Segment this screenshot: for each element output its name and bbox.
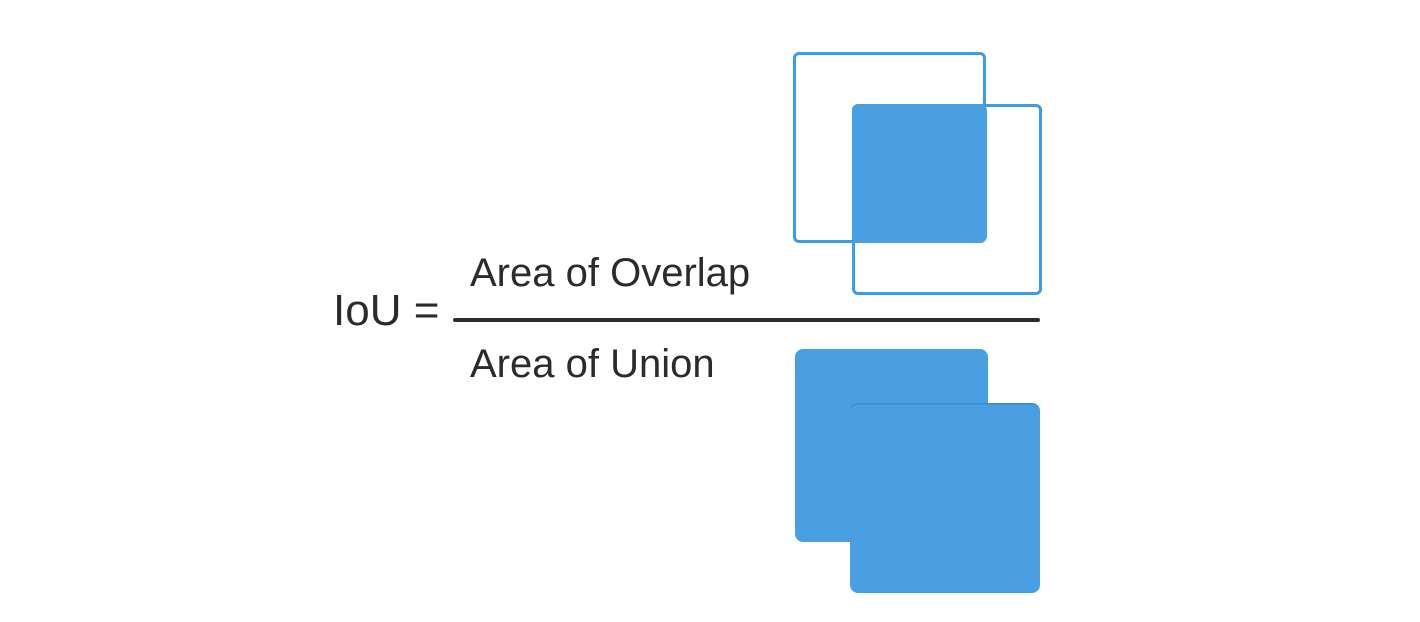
intersection-filled-region bbox=[852, 104, 987, 243]
formula-lhs: IoU = bbox=[333, 286, 440, 335]
union-filled-box-b bbox=[850, 403, 1040, 593]
formula-numerator: Area of Overlap bbox=[470, 251, 751, 295]
fraction-bar bbox=[453, 318, 1040, 322]
formula-denominator: Area of Union bbox=[470, 342, 715, 386]
